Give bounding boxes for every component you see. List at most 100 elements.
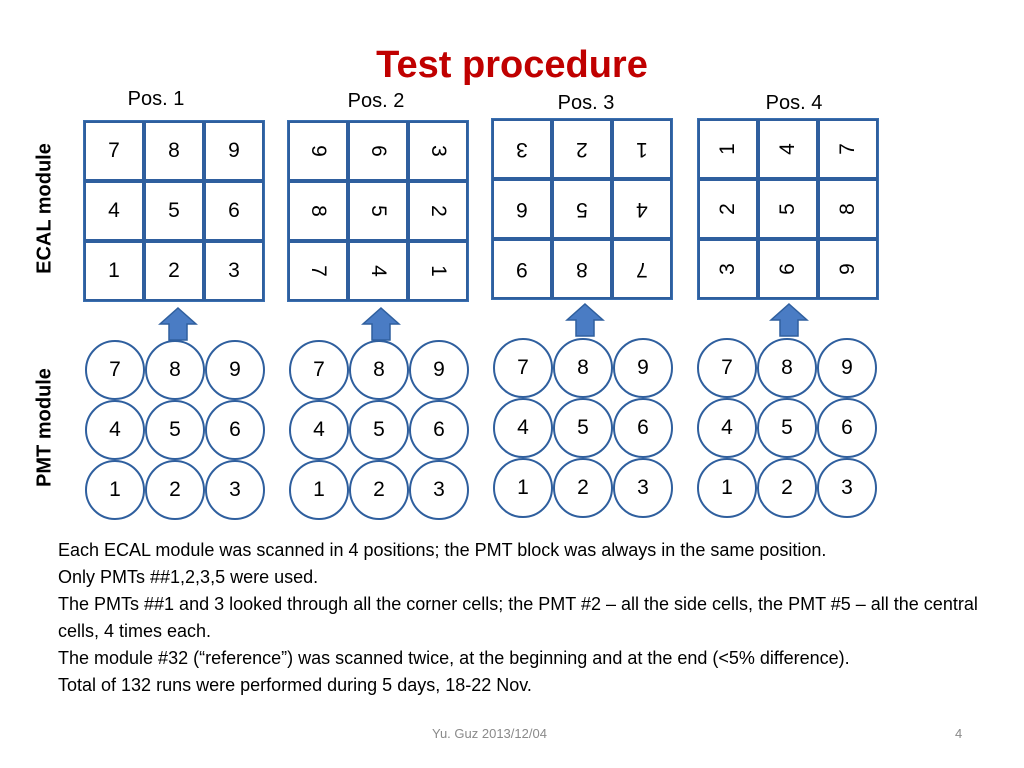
ecal-cell-number: 3 — [228, 259, 240, 282]
pmt-circle: 2 — [145, 460, 205, 520]
ecal-cell-number: 9 — [836, 263, 859, 275]
pmt-circle: 1 — [493, 458, 553, 518]
pmt-circle: 7 — [697, 338, 757, 398]
ecal-cell: 3 — [698, 239, 758, 299]
pmt-circle: 7 — [289, 340, 349, 400]
pmt-circle: 8 — [145, 340, 205, 400]
ecal-cell: 6 — [758, 239, 818, 299]
ecal-cell: 5 — [552, 179, 612, 239]
ecal-cell-number: 6 — [516, 198, 528, 221]
ecal-cell: 9 — [204, 121, 264, 181]
ecal-cell-number: 8 — [836, 203, 859, 215]
ecal-cell-number: 5 — [367, 205, 390, 217]
ecal-cell-number: 8 — [576, 258, 588, 281]
ecal-cell-number: 1 — [108, 259, 120, 282]
ecal-cell: 7 — [288, 241, 348, 301]
pmt-circle: 4 — [493, 398, 553, 458]
pmt-circle: 9 — [409, 340, 469, 400]
pmt-circle: 7 — [85, 340, 145, 400]
pmt-circle: 4 — [85, 400, 145, 460]
paragraph: The PMTs ##1 and 3 looked through all th… — [58, 594, 978, 641]
pos-label-2: Pos. 2 — [347, 90, 405, 112]
pmt-circle: 9 — [205, 340, 265, 400]
pmt-circle: 2 — [349, 460, 409, 520]
ecal-cell-number: 2 — [427, 205, 450, 217]
ecal-cell: 1 — [612, 119, 672, 179]
ecal-cell-number: 3 — [516, 138, 528, 161]
ecal-cell: 2 — [144, 241, 204, 301]
ecal-cell: 7 — [818, 119, 878, 179]
pmt-circle: 8 — [757, 338, 817, 398]
ecal-cell: 5 — [758, 179, 818, 239]
ecal-cell: 2 — [552, 119, 612, 179]
ecal-cell: 9 — [492, 239, 552, 299]
ecal-cell-number: 7 — [636, 258, 648, 281]
ecal-cell-number: 2 — [716, 203, 739, 215]
ecal-cell: 4 — [84, 181, 144, 241]
pmt-circle: 9 — [817, 338, 877, 398]
ecal-cell: 6 — [204, 181, 264, 241]
ecal-cell: 2 — [408, 181, 468, 241]
ecal-cell: 5 — [144, 181, 204, 241]
pmt-module-label: PMT module — [33, 368, 56, 487]
paragraph: The module #32 (“reference”) was scanned… — [58, 648, 850, 668]
ecal-cell: 4 — [348, 241, 408, 301]
ecal-cell-number: 9 — [516, 258, 528, 281]
ecal-cell-number: 6 — [367, 145, 390, 157]
ecal-module-label: ECAL module — [33, 143, 56, 274]
pmt-circle: 1 — [85, 460, 145, 520]
paragraph: Each ECAL module was scanned in 4 positi… — [58, 540, 827, 560]
ecal-cell-number: 7 — [108, 139, 120, 162]
ecal-cell: 8 — [144, 121, 204, 181]
pmt-circle: 6 — [409, 400, 469, 460]
ecal-cell: 6 — [348, 121, 408, 181]
ecal-cell-number: 3 — [716, 263, 739, 275]
ecal-cell: 3 — [492, 119, 552, 179]
ecal-cell-number: 8 — [168, 139, 180, 162]
ecal-cell: 1 — [698, 119, 758, 179]
ecal-cell-number: 1 — [427, 265, 450, 277]
pmt-circle: 1 — [289, 460, 349, 520]
pmt-circle: 3 — [205, 460, 265, 520]
pmt-circle: 3 — [613, 458, 673, 518]
arrow-up-icon — [565, 302, 605, 337]
pmt-circle: 4 — [289, 400, 349, 460]
slide-title: Test procedure — [376, 44, 648, 86]
ecal-cell-number: 7 — [307, 265, 330, 277]
description-text: Each ECAL module was scanned in 4 positi… — [58, 537, 978, 699]
ecal-cell: 8 — [288, 181, 348, 241]
ecal-cell-number: 7 — [836, 143, 859, 155]
ecal-cell: 9 — [818, 239, 878, 299]
paragraph: Only PMTs ##1,2,3,5 were used. — [58, 567, 319, 587]
ecal-cell: 4 — [758, 119, 818, 179]
pmt-circle: 5 — [757, 398, 817, 458]
paragraph: Total of 132 runs were performed during … — [58, 675, 532, 695]
ecal-cell-number: 4 — [108, 199, 120, 222]
page-number: 4 — [955, 726, 963, 741]
ecal-cell-number: 2 — [168, 259, 180, 282]
pmt-circle: 5 — [349, 400, 409, 460]
pmt-circle: 9 — [613, 338, 673, 398]
ecal-cell-number: 8 — [307, 205, 330, 217]
pmt-circle: 6 — [205, 400, 265, 460]
pmt-circle: 6 — [613, 398, 673, 458]
pmt-circle: 8 — [553, 338, 613, 398]
pmt-circle: 5 — [145, 400, 205, 460]
ecal-cell: 4 — [612, 179, 672, 239]
arrow-up-icon — [361, 306, 401, 341]
ecal-cell-number: 6 — [776, 263, 799, 275]
arrow-up-icon — [158, 306, 198, 341]
ecal-cell-number: 3 — [427, 145, 450, 157]
pmt-circle: 3 — [817, 458, 877, 518]
ecal-cell-number: 4 — [636, 198, 648, 221]
ecal-cell: 1 — [408, 241, 468, 301]
ecal-cell: 1 — [84, 241, 144, 301]
ecal-cell: 3 — [204, 241, 264, 301]
pmt-circle: 5 — [553, 398, 613, 458]
pos-label-3: Pos. 3 — [557, 92, 615, 114]
